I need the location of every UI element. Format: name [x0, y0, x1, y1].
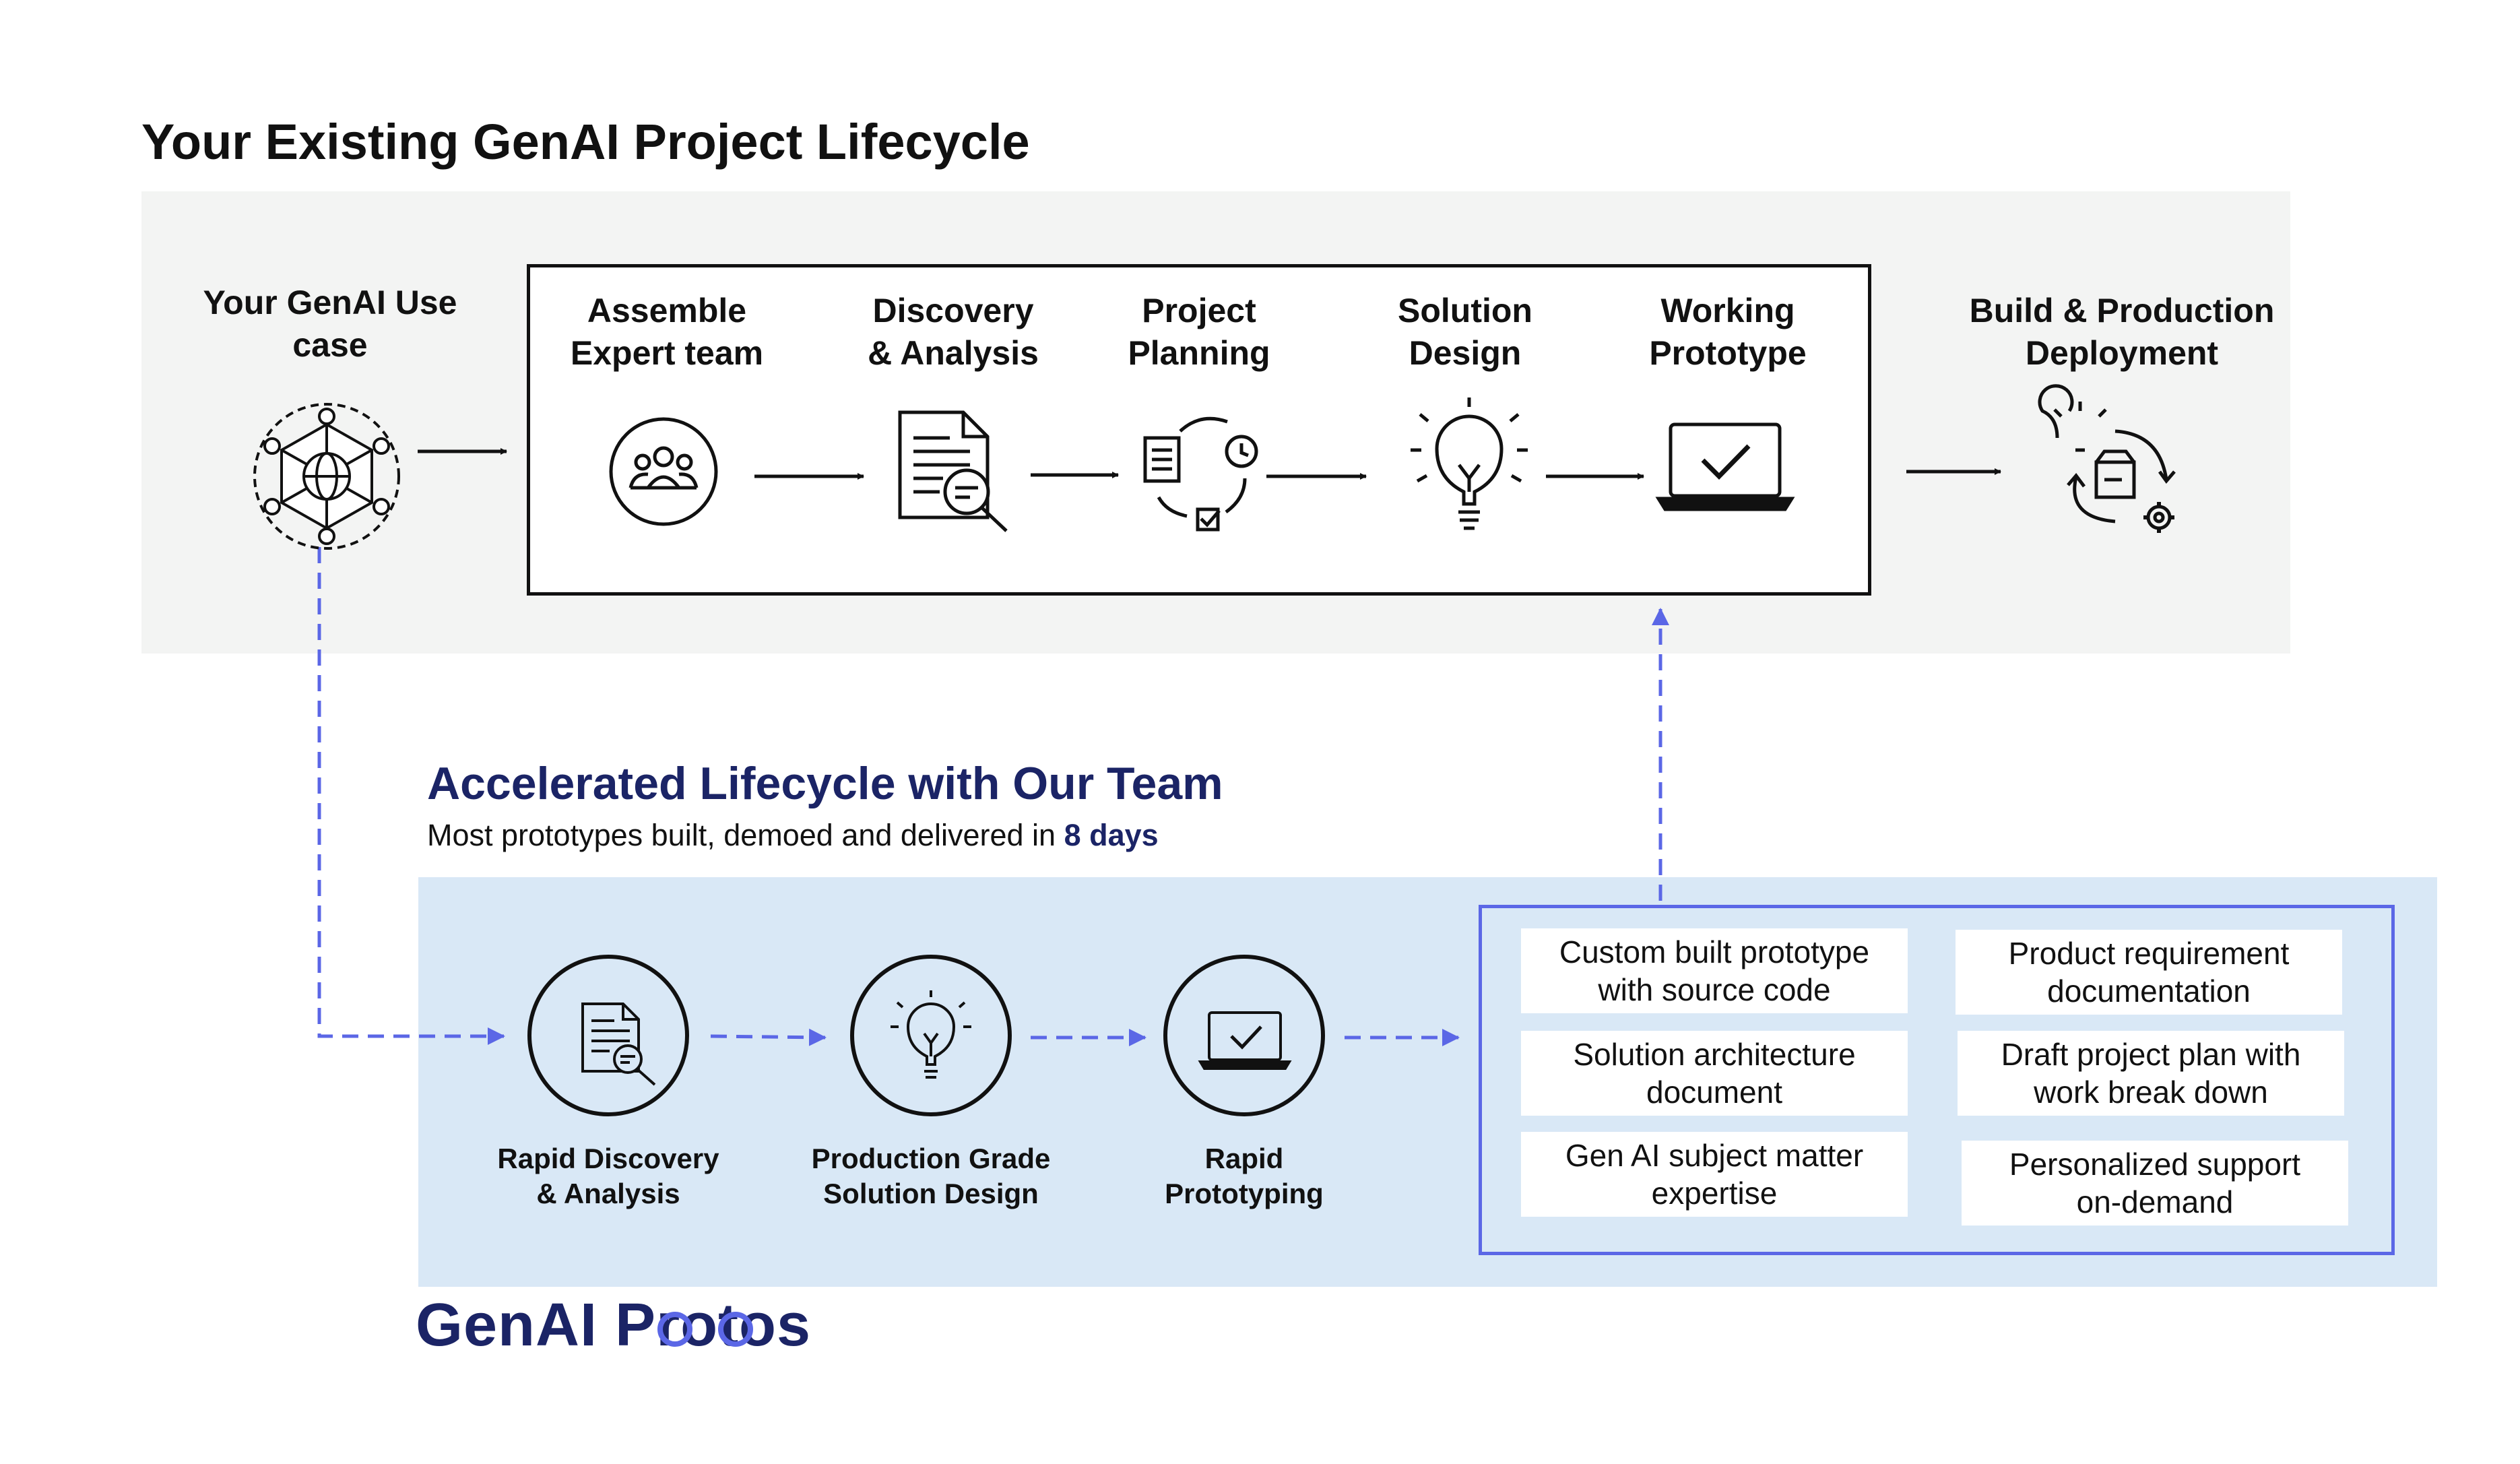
deliverable-card: Gen AI subject matter expertise [1521, 1132, 1908, 1217]
lightbulb-icon [891, 990, 971, 1079]
deliverable-card: Draft project plan with work break down [1958, 1031, 2344, 1116]
deliverables-frame [1479, 905, 2395, 1255]
step-label-working-prototype: Working Prototype [1649, 292, 1807, 372]
circle-solution-design [850, 955, 1012, 1116]
use-case-label: Your GenAI Use case [203, 284, 457, 364]
laptop-check-icon [1655, 422, 1795, 511]
dashed-connector-usecase [317, 547, 505, 1045]
planning-cycle-icon [1143, 416, 1258, 532]
team-icon [609, 417, 718, 526]
subtitle-text: Most prototypes built, demoed and delive… [427, 818, 1056, 852]
document-search-icon [581, 1002, 656, 1086]
circle-rapid-prototyping [1163, 955, 1325, 1116]
deliverable-card: Personalized support on-demand [1962, 1141, 2348, 1226]
subtitle-highlight: 8 days [1064, 818, 1159, 852]
accelerated-title: Accelerated Lifecycle with Our Team [427, 758, 1223, 809]
step-label-planning: Project Planning [1128, 292, 1270, 372]
globe-network-icon [253, 403, 400, 550]
laptop-check-icon [1198, 1011, 1292, 1070]
logo-accent-mark [657, 1312, 753, 1347]
existing-process-box [527, 264, 1871, 596]
deliverable-card: Solution architecture document [1521, 1031, 1908, 1116]
document-search-icon [898, 410, 1008, 532]
page-title: Your Existing GenAI Project Lifecycle [141, 114, 1030, 170]
deployment-cycle-icon [2038, 384, 2176, 533]
dashed-arrow-1 [710, 1028, 827, 1046]
lightbulb-icon [1411, 397, 1528, 530]
deliverable-card: Product requirement documentation [1956, 930, 2342, 1015]
step-label-discovery: Discovery & Analysis [868, 292, 1039, 372]
step-label-rapid-discovery: Rapid Discovery & Analysis [497, 1143, 719, 1209]
step-label-assemble: Assemble Expert team [570, 292, 764, 372]
step-label-rapid-prototyping: Rapid Prototyping [1165, 1143, 1324, 1209]
deployment-label: Build & Production Deployment [1969, 292, 2275, 372]
accelerated-subtitle: Most prototypes built, demoed and delive… [427, 818, 1159, 853]
step-label-production-grade: Production Grade Solution Design [811, 1143, 1051, 1209]
genai-protos-logo: GenAI Protos [416, 1292, 812, 1359]
step-label-solution-design: Solution Design [1398, 292, 1532, 372]
deliverable-card: Custom built prototype with source code [1521, 928, 1908, 1013]
circle-rapid-discovery [527, 955, 689, 1116]
